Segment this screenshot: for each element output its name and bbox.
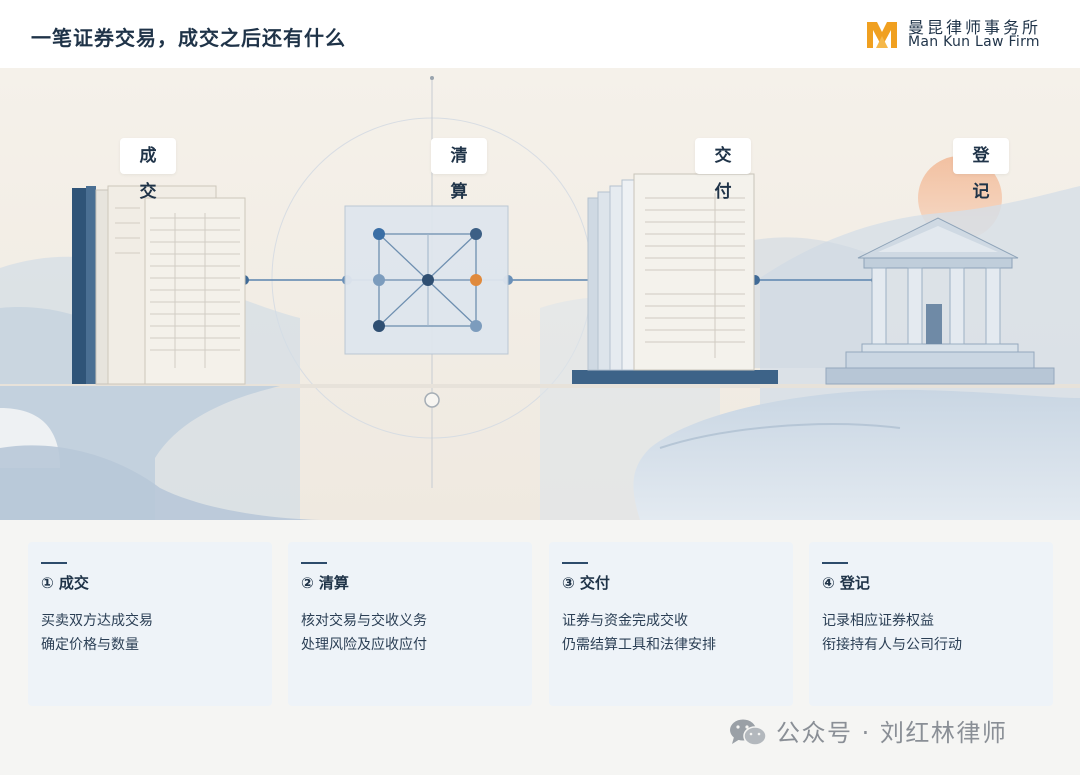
card-line: 处理风险及应收应付	[301, 637, 427, 653]
footer-watermark-text: 公众号 · 刘红林律师	[776, 719, 1008, 747]
card-line: 确定价格与数量	[41, 637, 139, 653]
card-registration: ④ 登记 记录相应证券权益 衔接持有人与公司行动	[809, 542, 1053, 706]
card-delivery: ③ 交付 证券与资金完成交收 仍需结算工具和法律安排	[549, 542, 793, 706]
card-title: ① 成交	[41, 574, 89, 592]
card-clearing: ② 清算 核对交易与交收义务 处理风险及应收应付	[288, 542, 532, 706]
wechat-icon	[730, 719, 767, 746]
card-line: 核对交易与交收义务	[301, 613, 427, 629]
card-line: 证券与资金完成交收	[562, 613, 688, 629]
header: 一笔证券交易，成交之后还有什么 曼昆律师事务所 Man Kun Law Firm	[0, 0, 1080, 68]
stage-label-clearing: 清算	[431, 138, 487, 202]
card-trade: ① 成交 买卖双方达成交易 确定价格与数量	[28, 542, 272, 706]
page-title: 一笔证券交易，成交之后还有什么	[31, 26, 346, 50]
card-line: 衔接持有人与公司行动	[822, 637, 962, 653]
firm-name-cn: 曼昆律师事务所	[908, 18, 1042, 37]
card-accent-bar	[822, 562, 848, 564]
stage-label-delivery: 交付	[695, 138, 751, 202]
firm-name-en: Man Kun Law Firm	[908, 34, 1040, 50]
card-accent-bar	[41, 562, 67, 564]
delivery-documents-icon	[572, 173, 778, 384]
stage-label-registration: 登记	[953, 138, 1009, 202]
clearing-network-icon	[344, 205, 509, 355]
illustration-canvas	[0, 68, 1080, 520]
ledger-books-icon	[72, 185, 246, 385]
mankun-logo-icon	[867, 22, 897, 48]
card-accent-bar	[301, 562, 327, 564]
card-title: ④ 登记	[822, 574, 870, 592]
card-line: 买卖双方达成交易	[41, 613, 153, 629]
card-accent-bar	[562, 562, 588, 564]
process-illustration: 成交 清算 交付 登记	[0, 68, 1080, 520]
registry-building-icon	[825, 217, 1055, 385]
stage-cards: ① 成交 买卖双方达成交易 确定价格与数量 ② 清算 核对交易与交收义务 处理风…	[0, 520, 1080, 775]
card-title: ③ 交付	[562, 574, 610, 592]
card-title: ② 清算	[301, 574, 349, 592]
card-line: 记录相应证券权益	[822, 613, 934, 629]
stage-label-trade: 成交	[120, 138, 176, 202]
card-line: 仍需结算工具和法律安排	[562, 637, 716, 653]
